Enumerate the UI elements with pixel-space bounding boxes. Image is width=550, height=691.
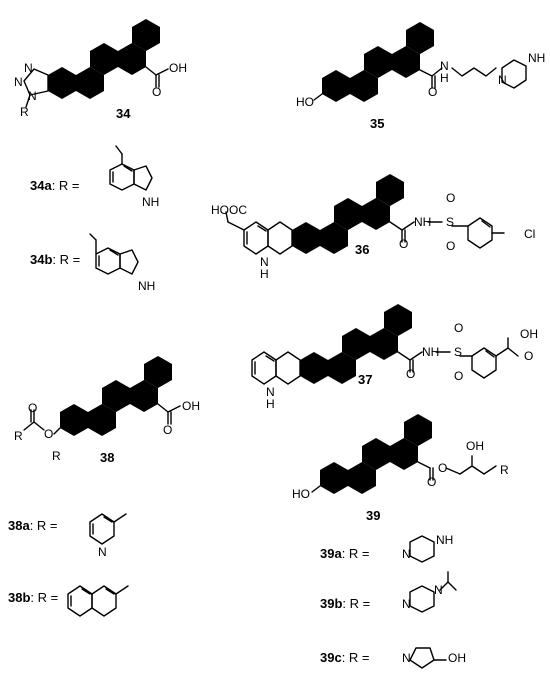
compound-38: O O R R OH O 38 bbox=[14, 346, 200, 465]
atom-o: O bbox=[428, 85, 437, 99]
substituent-34b: 34b: R = NH bbox=[30, 233, 155, 293]
atom-o: O bbox=[524, 349, 533, 363]
r-equals: : R = bbox=[342, 650, 370, 665]
substituent-number: 34a bbox=[30, 178, 52, 193]
atom-n: N bbox=[28, 89, 37, 103]
r-equals: : R = bbox=[342, 596, 370, 611]
atom-oh: OH bbox=[182, 399, 200, 413]
atom-n: N bbox=[266, 385, 275, 399]
atom-nh: NH bbox=[138, 279, 155, 293]
atom-h: H bbox=[260, 267, 269, 281]
atom-n: N bbox=[402, 547, 411, 561]
substituent-number: 38a bbox=[8, 518, 30, 533]
substituent-38a: 38a: R = N bbox=[8, 513, 127, 559]
atom-nh: NH bbox=[528, 51, 545, 65]
substituent-number: 39b bbox=[320, 596, 342, 611]
r-equals: : R = bbox=[30, 518, 58, 533]
compound-number: 39 bbox=[366, 508, 380, 523]
atom-r: R bbox=[52, 449, 61, 463]
atom-s: S bbox=[454, 345, 462, 359]
compound-35: HO O N H NH N 35 bbox=[296, 12, 545, 131]
r-equals: : R = bbox=[52, 252, 80, 267]
atom-nh: NH bbox=[414, 215, 431, 229]
atom-n: N bbox=[440, 59, 449, 73]
svg-text:39b: R =: 39b: R = bbox=[320, 596, 370, 611]
atom-n: N bbox=[260, 255, 269, 269]
atom-nh: NH bbox=[142, 195, 159, 209]
atom-o: O bbox=[438, 461, 447, 475]
atom-h: H bbox=[440, 71, 449, 85]
substituent-number: 39c bbox=[320, 650, 342, 665]
atom-n: N bbox=[98, 545, 107, 559]
substituent-39a: 39a: R = N NH bbox=[320, 533, 453, 563]
atom-o: O bbox=[28, 401, 37, 415]
substituent-number: 38b bbox=[8, 590, 30, 605]
atom-oh: OH bbox=[448, 651, 466, 665]
atom-o: O bbox=[427, 475, 436, 489]
atom-o: O bbox=[406, 367, 415, 381]
atom-h: H bbox=[266, 397, 275, 411]
atom-n: N bbox=[498, 73, 507, 87]
compound-number: 37 bbox=[358, 372, 372, 387]
svg-text:38a: R =: 38a: R = bbox=[8, 518, 58, 533]
compound-number: 38 bbox=[100, 450, 114, 465]
compound-34: N N N R OH O 34 bbox=[14, 9, 187, 121]
svg-text:38b: R =: 38b: R = bbox=[8, 590, 58, 605]
r-equals: : R = bbox=[52, 178, 80, 193]
substituent-39b: 39b: R = N N bbox=[320, 571, 457, 613]
atom-hooc: HOOC bbox=[211, 203, 247, 217]
atom-cl: Cl bbox=[524, 227, 535, 241]
atom-o: O bbox=[163, 423, 172, 437]
compound-number: 35 bbox=[370, 116, 384, 131]
substituent-number: 34b bbox=[30, 252, 52, 267]
atom-r: R bbox=[20, 105, 29, 119]
compound-number: 36 bbox=[355, 242, 369, 257]
r-equals: : R = bbox=[342, 546, 370, 561]
compound-36: HOOC N H O NH S O O Cl 36 bbox=[211, 164, 535, 281]
atom-o: O bbox=[454, 369, 463, 383]
atom-n: N bbox=[14, 75, 23, 89]
atom-oh: OH bbox=[520, 327, 538, 341]
substituent-number: 39a bbox=[320, 546, 342, 561]
substituent-39c: 39c: R = N OH bbox=[320, 647, 466, 669]
atom-ho: HO bbox=[296, 95, 314, 109]
atom-o: O bbox=[152, 85, 161, 99]
svg-text:34a: R =: 34a: R = bbox=[30, 178, 80, 193]
compound-number: 34 bbox=[116, 106, 131, 121]
atom-n: N bbox=[434, 583, 443, 597]
r-equals: : R = bbox=[30, 590, 58, 605]
atom-nh: NH bbox=[436, 533, 453, 547]
substituent-34a: 34a: R = NH bbox=[30, 145, 159, 209]
compound-39: HO O O OH R 39 bbox=[292, 404, 509, 523]
svg-text:39a: R =: 39a: R = bbox=[320, 546, 370, 561]
atom-oh: OH bbox=[169, 61, 187, 75]
atom-nh: NH bbox=[422, 345, 439, 359]
atom-s: S bbox=[446, 215, 454, 229]
atom-o: O bbox=[454, 321, 463, 335]
atom-o: O bbox=[44, 427, 53, 441]
atom-n: N bbox=[24, 61, 33, 75]
atom-o: O bbox=[399, 237, 408, 251]
svg-text:34b: R =: 34b: R = bbox=[30, 252, 80, 267]
atom-r: R bbox=[500, 463, 509, 477]
atom-n: N bbox=[402, 597, 411, 611]
compound-37: N H O NH S O O OH O 37 bbox=[251, 294, 538, 411]
atom-ho: HO bbox=[292, 487, 310, 501]
substituent-38b: 38b: R = bbox=[8, 585, 129, 617]
atom-o: O bbox=[446, 191, 455, 205]
atom-oh: OH bbox=[466, 439, 484, 453]
svg-text:39c: R =: 39c: R = bbox=[320, 650, 370, 665]
atom-n: N bbox=[402, 651, 411, 665]
atom-o: O bbox=[446, 239, 455, 253]
atom-r: R bbox=[14, 429, 23, 443]
